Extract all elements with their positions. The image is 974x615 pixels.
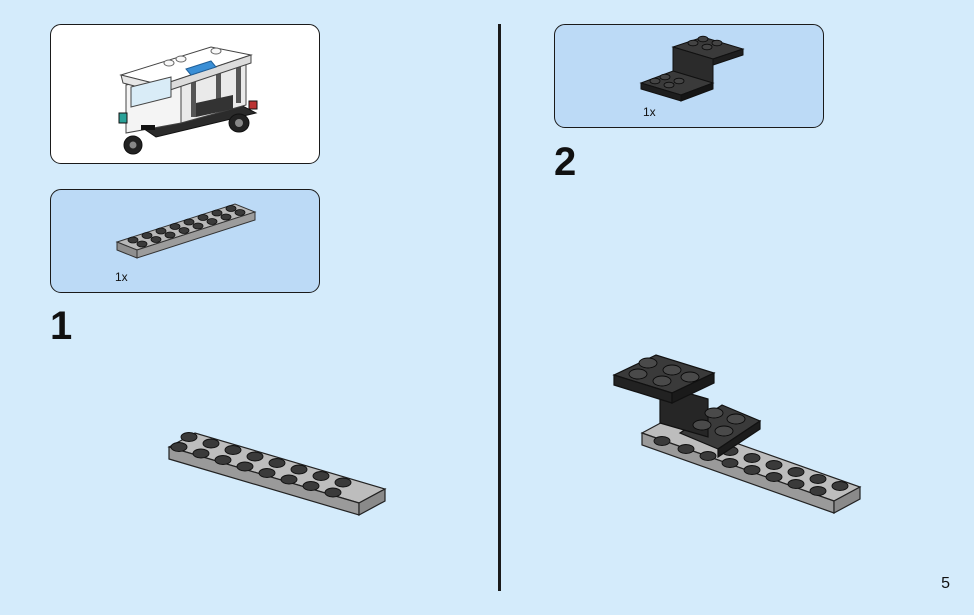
step-2-number: 2 — [554, 140, 577, 184]
model-preview-panel — [50, 24, 320, 164]
step-2-assembly-icon — [612, 354, 862, 515]
black-bracket-icon — [639, 35, 745, 102]
page-number: 5 — [941, 575, 950, 592]
step-2-parts-panel: 1x — [554, 24, 824, 128]
step-2-part-quantity: 1x — [643, 105, 656, 119]
step-1-part-quantity: 1x — [115, 270, 128, 284]
step-1-gray-plate-icon — [167, 432, 387, 517]
page-divider — [498, 24, 501, 591]
tuk-tuk-vehicle-icon — [118, 46, 258, 155]
step-1-parts-panel: 1x — [50, 189, 320, 293]
step-1-number: 1 — [50, 304, 73, 348]
gray-plate-2x8-icon — [115, 203, 257, 259]
